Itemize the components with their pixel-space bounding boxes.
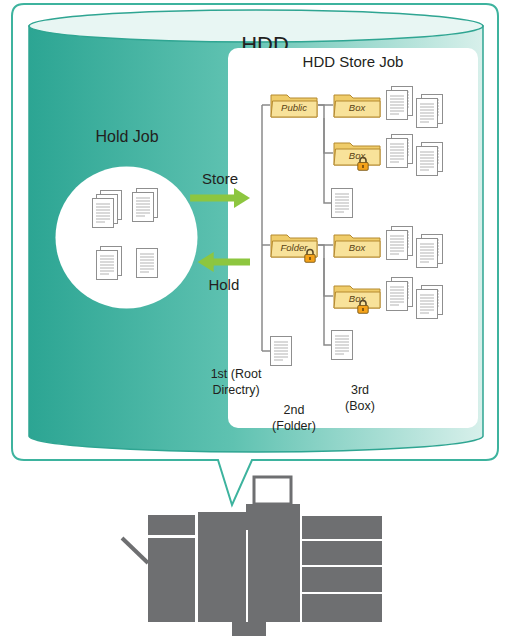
folder-back xyxy=(334,235,380,257)
level-label: 1st (Root Directry) xyxy=(190,366,282,399)
store-job-documents xyxy=(271,87,443,366)
tree-connector xyxy=(318,105,333,106)
flow-arrow xyxy=(190,188,250,208)
level-label: 3rd (Box) xyxy=(342,382,378,415)
folder-label: Box xyxy=(333,150,381,161)
circle-outline xyxy=(56,167,198,309)
document-icon xyxy=(271,337,292,366)
document-icon xyxy=(133,193,154,222)
printer-left-unit xyxy=(148,538,195,622)
flow-arrow-line xyxy=(213,259,250,266)
callout-frame xyxy=(12,4,498,505)
tree-connector-line xyxy=(318,244,333,246)
lock-icon xyxy=(358,158,368,171)
circle-outline xyxy=(55,166,198,309)
tree-connector-line xyxy=(318,245,333,296)
printer-seam xyxy=(246,530,248,622)
tree-connector-line xyxy=(318,105,333,153)
document-icon xyxy=(332,331,353,360)
flow-arrow-line xyxy=(190,195,235,202)
arrow-label: Hold xyxy=(208,276,239,294)
folder-back xyxy=(271,95,317,117)
box-icon: Box xyxy=(333,140,381,166)
folder-label: Public xyxy=(270,102,318,113)
lock-icon xyxy=(305,250,315,263)
printer-drawer-line xyxy=(302,565,382,567)
document-icon xyxy=(93,199,114,228)
printer-right-unit xyxy=(302,516,382,622)
tree-connector-line xyxy=(318,104,333,106)
box-icon: Box xyxy=(333,283,381,309)
tree-connector xyxy=(318,245,333,246)
folder-front xyxy=(271,101,317,117)
document-icon xyxy=(417,147,438,176)
root-trunk xyxy=(262,105,270,351)
tree-connector xyxy=(318,245,333,296)
document-icon xyxy=(387,91,408,120)
folder-back xyxy=(271,235,317,257)
folder-front xyxy=(334,241,380,257)
folder-front xyxy=(334,101,380,117)
document-icon xyxy=(387,139,408,168)
lock-icon xyxy=(358,301,368,314)
arrow-head xyxy=(234,188,250,208)
document-icon xyxy=(332,189,353,218)
box-icon: Box xyxy=(333,92,381,118)
folder-back xyxy=(334,286,380,308)
folder-label: Box xyxy=(333,293,381,304)
folder-icon: Public xyxy=(270,92,318,118)
tree-connector xyxy=(318,105,333,153)
store-job-heading: HDD Store Job xyxy=(303,53,404,71)
document-icon xyxy=(417,99,438,128)
cylinder-body xyxy=(29,26,483,452)
printer-screen xyxy=(254,477,291,504)
printer-drawer-line xyxy=(302,539,382,541)
document-icon xyxy=(417,290,438,319)
folder-front xyxy=(334,292,380,308)
folder-label: Folder xyxy=(270,242,318,253)
document-icon xyxy=(97,251,118,280)
document-icon xyxy=(137,249,158,278)
box-icon: Box xyxy=(333,232,381,258)
document-icon xyxy=(387,282,408,311)
hold-job-documents xyxy=(93,189,158,280)
folder-back xyxy=(334,143,380,165)
printer-illustration xyxy=(122,477,382,636)
printer-drawer-line xyxy=(302,592,382,594)
tree-lines xyxy=(262,105,331,351)
lock-icons xyxy=(305,158,368,314)
printer-pedestal xyxy=(232,622,266,636)
folder-back xyxy=(334,95,380,117)
printer-left-unit xyxy=(148,515,195,535)
folder-branch xyxy=(324,258,331,345)
printer-body xyxy=(198,512,300,622)
folder-label: Box xyxy=(333,242,381,253)
document-icon xyxy=(417,239,438,268)
level-label: 2nd (Folder) xyxy=(268,402,320,435)
arrow-head xyxy=(198,252,214,272)
flow-arrow xyxy=(198,252,250,272)
folder-front xyxy=(334,149,380,165)
arrow-label: Store xyxy=(202,170,238,188)
hold-job-heading: Hold Job xyxy=(95,127,158,146)
printer-tray xyxy=(122,538,148,563)
document-icon xyxy=(387,231,408,260)
folder-branch xyxy=(324,118,331,203)
hold-job-circle: Hold Job xyxy=(55,166,198,309)
folder-label: Box xyxy=(333,102,381,113)
